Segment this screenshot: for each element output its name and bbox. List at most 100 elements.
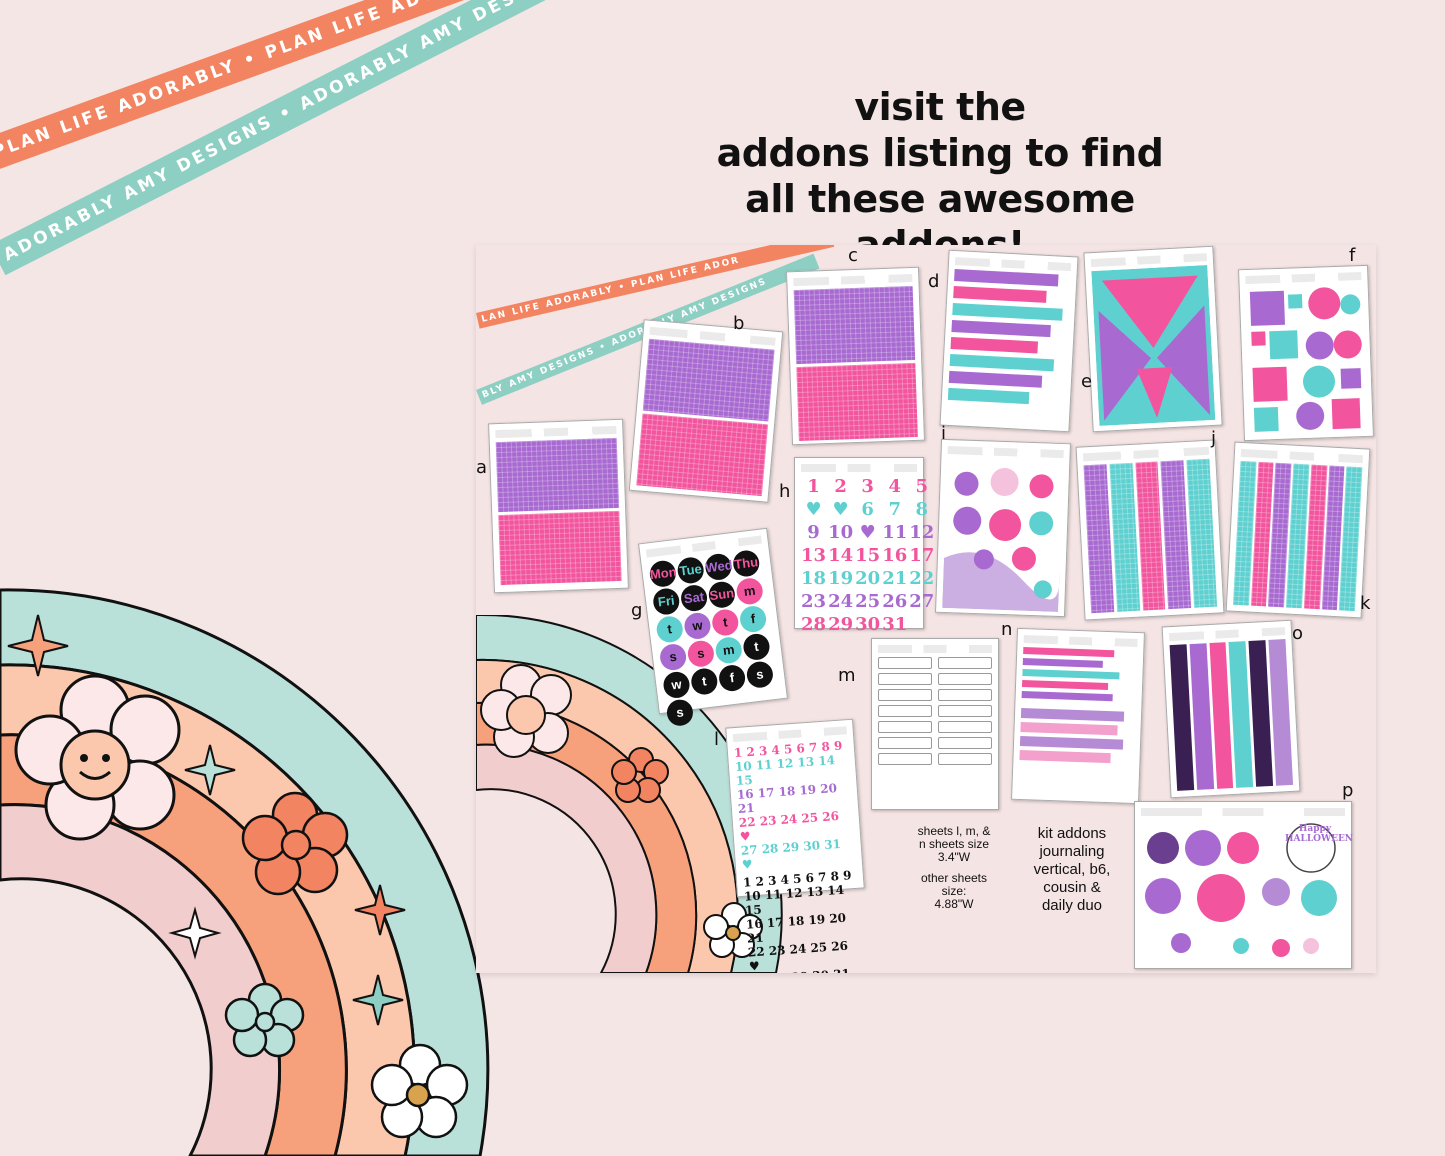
shapes-icon (1249, 287, 1362, 432)
date-number: 24 (828, 591, 854, 612)
rainbow-decoration (0, 588, 490, 1156)
label-o: o (1292, 623, 1304, 644)
date-number: ♥ (859, 522, 876, 543)
circle-sticker: Sun (707, 580, 737, 610)
date-number: 5 (915, 476, 929, 497)
sparkle-icon (184, 744, 236, 796)
circle-sticker: t (655, 614, 685, 644)
date-number: ♥ (832, 499, 849, 520)
sheet-e (1083, 245, 1223, 433)
circle-sticker: m (714, 635, 744, 665)
date-number: 8 (915, 499, 929, 520)
label-c: c (848, 245, 858, 266)
date-number: 12 (909, 522, 935, 543)
sheet-k (1225, 441, 1371, 619)
headline: visit the addons listing to find all the… (660, 84, 1220, 268)
label-m: m (838, 665, 856, 686)
date-number: 2 (834, 476, 847, 497)
date-number: 16 (882, 545, 908, 566)
circle-sticker: t (710, 608, 740, 638)
sheet-a (488, 418, 629, 594)
date-number: 19 (828, 568, 854, 589)
date-number: 27 (909, 591, 935, 612)
label-e: e (1081, 371, 1093, 392)
circle-sticker: Fri (651, 587, 681, 617)
date-number: 10 (828, 522, 854, 543)
sheet-size-note: sheets l, m, & n sheets size 3.4"W other… (917, 824, 991, 911)
circle-sticker: w (662, 670, 692, 700)
date-number: 28 (801, 614, 827, 635)
label-l: l (714, 729, 720, 750)
circle-sticker: f (738, 604, 768, 634)
date-number: 9 (807, 522, 820, 543)
halloween-stickers-icon (942, 458, 1064, 612)
circle-sticker: s (745, 660, 775, 690)
date-number: 7 (888, 499, 901, 520)
mini-plan-life-ribbon: LAN LIFE ADORABLY • PLAN LIFE ADOR (476, 245, 835, 329)
sheet-o (1161, 619, 1301, 799)
headline-line-2: addons listing to find (716, 131, 1164, 175)
circle-sticker: Thu (731, 549, 761, 579)
date-number: 11 (882, 522, 908, 543)
circle-sticker: m (735, 576, 765, 606)
circle-sticker: Mon (648, 559, 678, 589)
headline-line-1: visit the (854, 85, 1026, 129)
label-i: i (941, 423, 947, 444)
mini-rainbow-decoration (476, 615, 783, 973)
circle-sticker: t (689, 667, 719, 696)
sheet-p: Happy HALLOWEEN (1134, 801, 1354, 969)
circle-sticker: Tue (676, 555, 706, 585)
date-number: 18 (801, 568, 827, 589)
white-flower-icon (370, 1043, 469, 1139)
circle-sticker: s (658, 642, 688, 672)
date-number: 31 (882, 614, 908, 635)
label-n: n (1001, 619, 1013, 640)
date-number: 6 (861, 499, 874, 520)
sheet-g: Mon Tue Wed Thu Fri Sat Sun m t w t f s … (638, 527, 788, 728)
sheet-i (935, 438, 1071, 618)
date-number: 13 (801, 545, 827, 566)
date-number: 3 (861, 476, 874, 497)
geometric-shapes-icon (1091, 265, 1216, 426)
label-g: g (631, 600, 643, 621)
sheet-d (939, 249, 1079, 433)
date-number: 25 (855, 591, 881, 612)
halloween-deco-stickers-icon (1145, 823, 1337, 957)
kit-addons-note: kit addons journaling vertical, b6, cous… (1033, 825, 1111, 914)
happy-halloween-text: Happy HALLOWEEN (1285, 824, 1354, 844)
date-number: 17 (909, 545, 935, 566)
date-number: 29 (828, 614, 854, 635)
sheet-j (1075, 439, 1225, 621)
date-number: 30 (855, 614, 881, 635)
label-j: j (1211, 428, 1217, 449)
label-k: k (1360, 593, 1371, 614)
date-number: 22 (909, 568, 935, 589)
date-number: 21 (882, 568, 908, 589)
addons-preview-panel: LAN LIFE ADORABLY • PLAN LIFE ADOR BLY A… (476, 245, 1376, 973)
sheet-b (628, 319, 784, 503)
circle-sticker: s (665, 698, 695, 728)
sparkle-icon (354, 884, 406, 936)
circle-sticker: w (682, 611, 712, 641)
sheet-f (1238, 264, 1374, 442)
date-number: ♥ (805, 499, 822, 520)
date-number: 20 (855, 568, 881, 589)
circle-sticker: s (686, 639, 716, 669)
date-number: 26 (882, 591, 908, 612)
smiley-flower-icon (14, 674, 181, 841)
teal-flower-icon (224, 982, 305, 1058)
date-number: 23 (801, 591, 827, 612)
label-f: f (1349, 245, 1356, 266)
sheet-n (1011, 627, 1145, 805)
label-h: h (779, 481, 791, 502)
sheet-m (871, 638, 999, 810)
circle-sticker: f (717, 663, 747, 693)
label-b: b (733, 313, 745, 334)
orange-flower-icon (241, 791, 349, 896)
label-a: a (476, 457, 488, 478)
